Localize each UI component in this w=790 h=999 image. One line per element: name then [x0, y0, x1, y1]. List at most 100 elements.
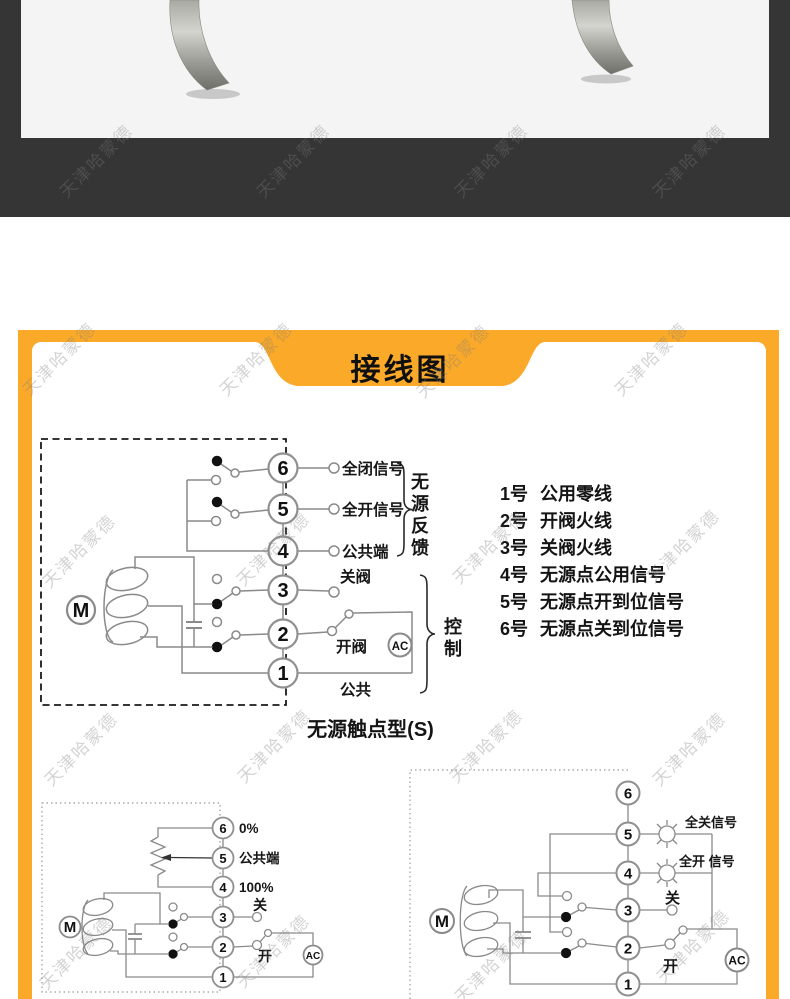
close-label: 关 — [253, 897, 267, 913]
contact-closed — [560, 911, 572, 923]
actuator-boundary — [41, 802, 221, 993]
feedback-group-brace — [396, 462, 413, 557]
close-valve-label: 关阀 — [340, 567, 371, 586]
contact-closed-5 — [211, 496, 223, 508]
terminal-3-number: 3 — [624, 903, 632, 920]
percent-100-label: 100% — [239, 880, 274, 895]
terminal-6-number: 6 — [624, 786, 632, 803]
terminal-5 — [211, 846, 235, 870]
note-num: 3号 — [500, 538, 529, 558]
note-num: 1号 — [500, 484, 529, 504]
motor-symbol — [429, 908, 455, 934]
terminal-1 — [211, 965, 235, 989]
terminal-1-number: 1 — [219, 970, 226, 985]
full-close-signal-label: 全闭信号 — [341, 459, 404, 478]
wiring-card — [18, 330, 779, 999]
terminal-2 — [615, 935, 641, 961]
lamp-full-open — [656, 859, 678, 887]
common-terminal-label: 公共端 — [342, 542, 389, 561]
bottom-right-diagram: 6 5 4 3 2 1 M AC 全关信号 全开 信号 关 开 — [409, 769, 750, 999]
capacitor — [186, 604, 202, 647]
terminal-6-number: 6 — [277, 458, 288, 480]
open-valve-label: 开阀 — [336, 637, 367, 656]
terminal-5-number: 5 — [219, 851, 226, 866]
note-text: 无源点关到位信号 — [540, 619, 685, 639]
motor-symbol — [58, 915, 82, 939]
banner-tab-shape — [255, 342, 545, 386]
note-text: 开阀火线 — [540, 511, 613, 531]
terminal-6 — [615, 780, 641, 806]
terminal-4 — [211, 875, 235, 899]
main-terminals: 6 5 4 3 2 1 — [267, 452, 299, 689]
product-photos — [169, 0, 634, 99]
common-terminal-label: 公共端 — [239, 850, 280, 866]
motor-label: M — [73, 600, 90, 622]
terminal-4 — [615, 860, 641, 886]
ac-source-symbol — [387, 632, 413, 658]
terminal-5-number: 5 — [624, 827, 632, 844]
terminal-1 — [267, 657, 299, 689]
bottom-left-diagram: 6 5 4 3 2 1 M AC 0% 公共端 100% 关 开 — [41, 802, 324, 993]
photo-shadow-right — [581, 74, 631, 84]
potentiometer — [149, 836, 167, 876]
bottom-right-terminals: 6 5 4 3 2 1 — [615, 780, 641, 997]
motor-label: M — [64, 919, 77, 936]
ac-label: AC — [392, 641, 409, 653]
full-open-signal-label: 全开 信号 — [678, 854, 735, 869]
product-photo-right — [571, 0, 634, 75]
terminal-3 — [267, 574, 299, 606]
terminal-5-number: 5 — [277, 499, 288, 521]
terminal-1 — [615, 971, 641, 997]
actuator-boundary — [409, 769, 628, 999]
control-group-label: 控制 — [442, 617, 462, 661]
terminal-notes: 1号公用零线 2号开阀火线 3号关阀火线 4号无源点公用信号 5号无源点开到位信… — [500, 483, 684, 645]
terminal-2-number: 2 — [624, 941, 632, 958]
terminal-6-number: 6 — [219, 821, 226, 836]
contact-closed-2 — [211, 641, 223, 653]
diagram-caption: 无源触点型(S) — [307, 719, 434, 741]
wiper-arrow — [161, 854, 171, 861]
ac-label: AC — [306, 951, 320, 962]
terminal-4-number: 4 — [624, 866, 633, 883]
terminal-2-number: 2 — [277, 624, 288, 646]
product-photo-left — [169, 0, 230, 91]
terminal-3-number: 3 — [219, 910, 226, 925]
motor-symbol — [65, 594, 97, 626]
terminal-4-number: 4 — [277, 541, 289, 563]
actuator-boundary — [40, 438, 287, 706]
note-row-3: 3号关阀火线 — [500, 537, 684, 564]
feedback-group-label: 无源反馈 — [409, 472, 429, 560]
main-wiring-diagram: 6 5 4 3 2 1 M AC 全闭信号 全开信号 公共端 关阀 开阀 公共 — [40, 438, 436, 706]
common-label: 公共 — [340, 681, 372, 699]
motor-label: M — [435, 912, 449, 931]
terminal-5 — [267, 493, 299, 525]
full-close-signal-label: 全关信号 — [684, 815, 737, 830]
note-num: 5号 — [500, 592, 529, 612]
terminal-5 — [615, 821, 641, 847]
bottom-left-terminals: 6 5 4 3 2 1 — [211, 816, 235, 989]
control-group-brace — [419, 574, 436, 694]
open-label: 开 — [663, 958, 678, 975]
note-row-1: 1号公用零线 — [500, 483, 684, 510]
note-num: 6号 — [500, 619, 529, 639]
contact-closed-6 — [211, 455, 223, 467]
terminal-3-number: 3 — [277, 580, 288, 602]
motor-winding-arc — [103, 569, 114, 643]
percent-0-label: 0% — [239, 821, 259, 836]
capacitor — [128, 924, 142, 954]
terminal-2 — [267, 618, 299, 650]
terminal-4-number: 4 — [219, 880, 227, 895]
note-text: 关阀火线 — [540, 538, 613, 558]
note-text: 公用零线 — [540, 484, 613, 504]
product-photo-panel — [21, 0, 769, 138]
contact-closed-3 — [211, 598, 223, 610]
ac-label: AC — [728, 954, 746, 968]
note-row-4: 4号无源点公用信号 — [500, 564, 684, 591]
terminal-2 — [211, 935, 235, 959]
terminal-4 — [267, 535, 299, 567]
note-num: 4号 — [500, 565, 529, 585]
wiring-card-inner — [32, 342, 766, 999]
capacitor — [515, 917, 531, 953]
terminal-6 — [211, 816, 235, 840]
